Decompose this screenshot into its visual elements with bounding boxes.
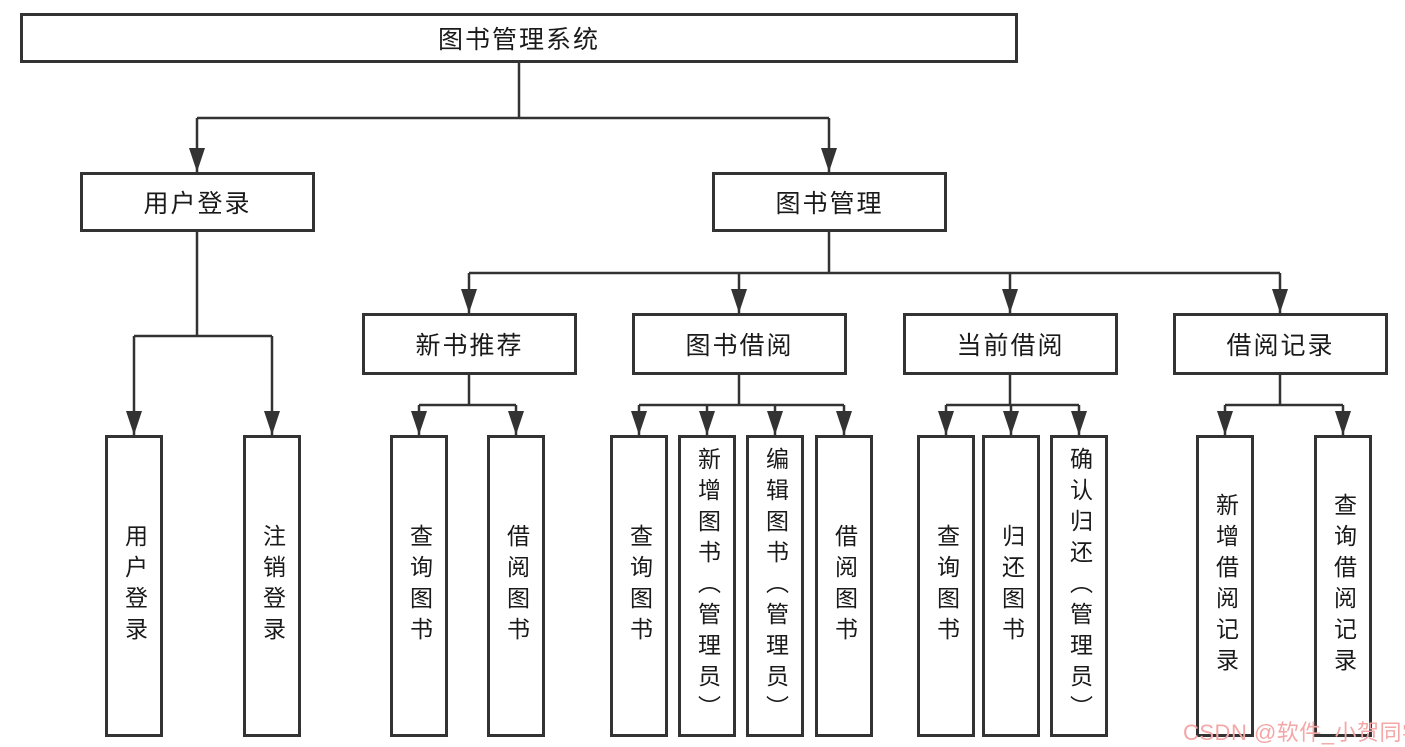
leaf-query-books-recommend: 查询图书 bbox=[390, 435, 448, 737]
node-label: 当前借阅 bbox=[956, 332, 1065, 360]
node-label: 新书推荐 bbox=[415, 332, 524, 360]
node-book-management: 图书管理 bbox=[712, 172, 947, 232]
leaf-label: 确认归还（管理员） bbox=[1066, 446, 1093, 726]
leaf-label: 新增图书（管理员） bbox=[694, 446, 721, 726]
leaf-add-borrow-record: 新增借阅记录 bbox=[1196, 435, 1254, 737]
node-label: 图书管理系统 bbox=[437, 26, 600, 54]
leaf-user-login: 用户登录 bbox=[105, 435, 163, 737]
leaf-label: 新增借阅记录 bbox=[1212, 493, 1239, 679]
node-library-system-root: 图书管理系统 bbox=[20, 13, 1018, 63]
leaf-confirm-return-admin: 确认归还（管理员） bbox=[1050, 435, 1108, 737]
leaf-label: 注销登录 bbox=[259, 524, 286, 648]
leaf-label: 编辑图书（管理员） bbox=[762, 446, 789, 726]
node-label: 图书管理 bbox=[775, 190, 884, 218]
leaf-label: 借阅图书 bbox=[503, 524, 530, 648]
leaf-label: 查询图书 bbox=[933, 524, 960, 648]
leaf-query-books-borrow: 查询图书 bbox=[610, 435, 668, 737]
leaf-label: 归还图书 bbox=[998, 524, 1025, 648]
leaf-edit-books-admin: 编辑图书（管理员） bbox=[746, 435, 804, 737]
leaf-label: 查询图书 bbox=[406, 524, 433, 648]
node-new-book-recommend: 新书推荐 bbox=[362, 313, 577, 375]
node-borrow-records: 借阅记录 bbox=[1173, 313, 1388, 375]
leaf-label: 用户登录 bbox=[121, 524, 148, 648]
leaf-add-books-admin: 新增图书（管理员） bbox=[678, 435, 736, 737]
leaf-return-books: 归还图书 bbox=[982, 435, 1040, 737]
leaf-label: 借阅图书 bbox=[831, 524, 858, 648]
leaf-borrow-books: 借阅图书 bbox=[815, 435, 873, 737]
node-user-login: 用户登录 bbox=[80, 172, 315, 232]
leaf-query-books-current: 查询图书 bbox=[917, 435, 975, 737]
node-label: 图书借阅 bbox=[685, 332, 794, 360]
leaf-label: 查询图书 bbox=[626, 524, 653, 648]
leaf-logout: 注销登录 bbox=[243, 435, 301, 737]
node-book-borrow: 图书借阅 bbox=[632, 313, 847, 375]
leaf-borrow-books-recommend: 借阅图书 bbox=[487, 435, 545, 737]
leaf-query-borrow-record: 查询借阅记录 bbox=[1314, 435, 1372, 737]
node-label: 借阅记录 bbox=[1226, 332, 1335, 360]
csdn-watermark: CSDN @软件_小贺同学 bbox=[1183, 720, 1405, 745]
leaf-label: 查询借阅记录 bbox=[1330, 493, 1357, 679]
node-current-borrow: 当前借阅 bbox=[903, 313, 1118, 375]
node-label: 用户登录 bbox=[143, 190, 252, 218]
